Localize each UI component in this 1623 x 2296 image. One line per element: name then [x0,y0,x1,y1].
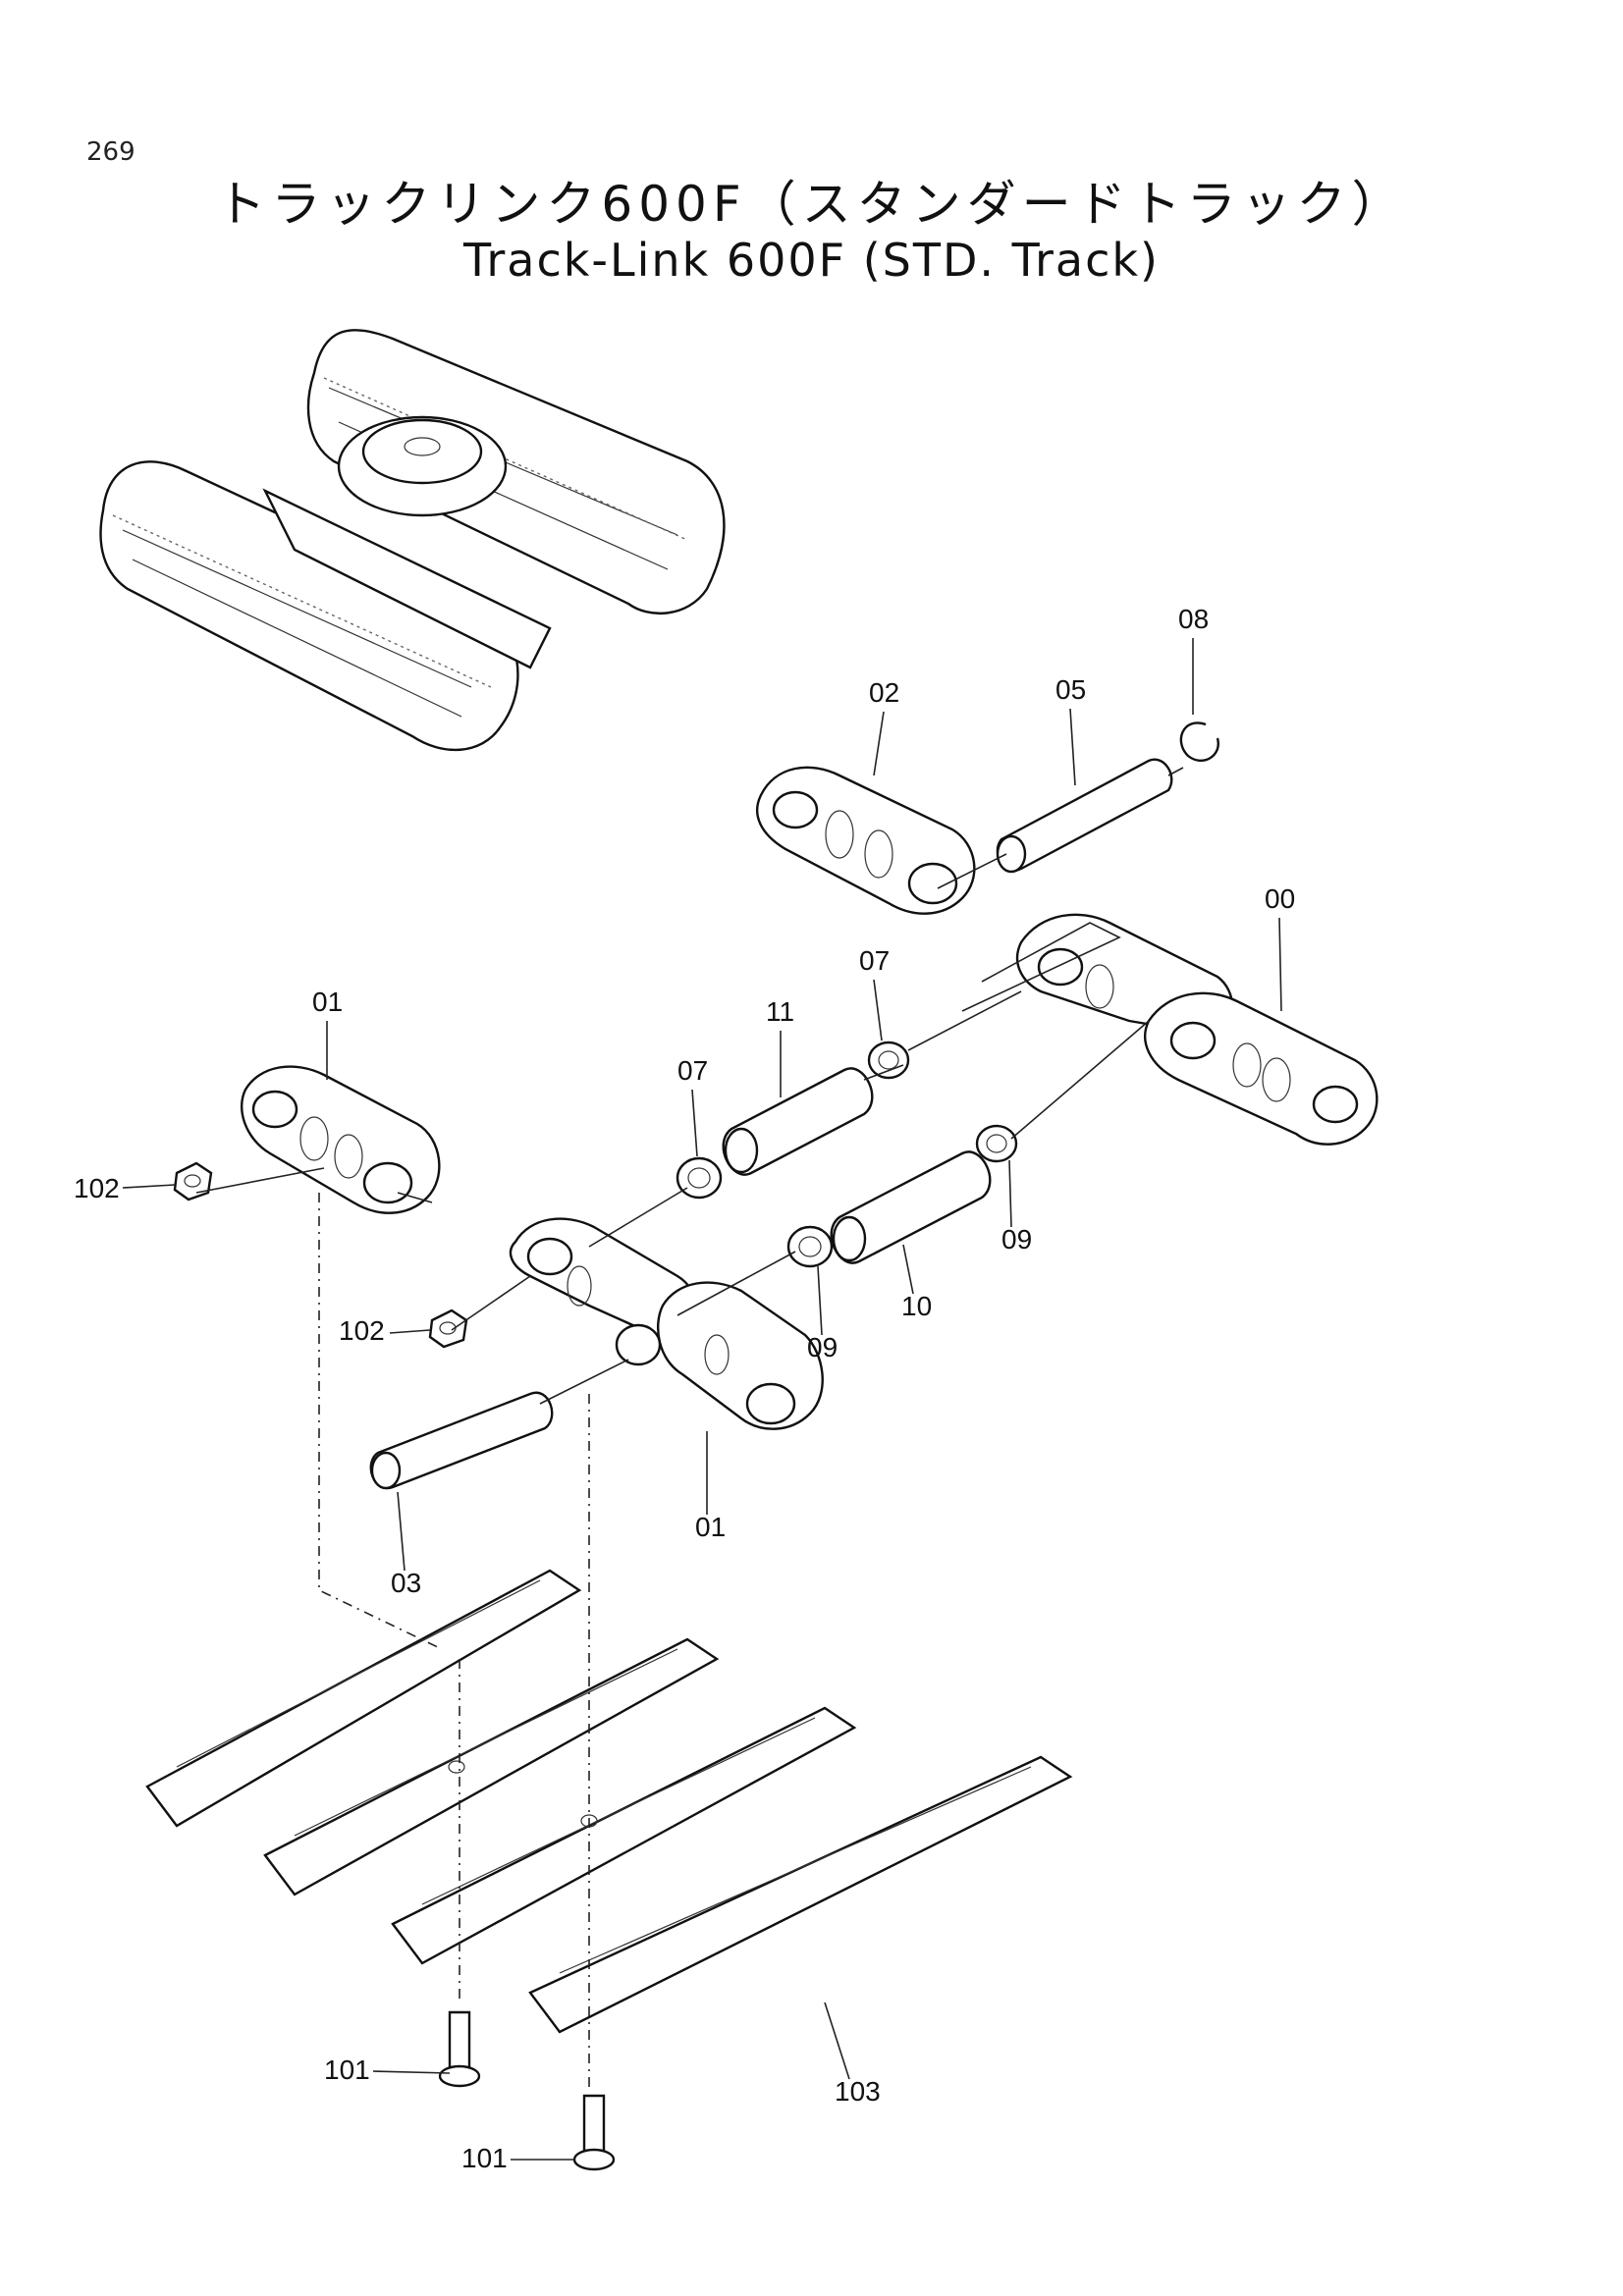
callout-08: 08 [1178,604,1209,634]
track-link-01-center [509,1217,824,1430]
seal-07-lower [676,1156,723,1200]
callouts: 08 02 05 00 07 11 07 01 102 09 10 09 102… [74,604,1295,2173]
callout-09-left: 09 [807,1332,838,1362]
callout-02: 02 [869,677,899,708]
track-link-00 [1015,913,1379,1146]
seal-09-right [975,1124,1018,1163]
assembly-lines [195,853,1150,2091]
callout-03: 03 [391,1568,421,1598]
callout-01-lower: 01 [695,1512,726,1542]
callout-05: 05 [1055,674,1086,705]
bushing-10 [830,1150,992,1264]
callout-101-left: 101 [324,2055,370,2085]
nut-102-lower [428,1308,468,1349]
seal-07-upper [867,1041,910,1080]
title-english: Track-Link 600F (STD. Track) [463,234,1160,287]
track-pin-05 [996,758,1184,874]
callout-101-right: 101 [461,2143,508,2173]
bushing-11 [722,1067,874,1176]
callout-07-upper: 07 [859,945,890,976]
track-shoe-plates-103 [145,1569,1073,2034]
bolt-101-left [438,2010,481,2088]
page-number: 269 [86,137,135,167]
snap-ring-08 [1179,721,1219,762]
track-link-02 [756,766,976,915]
callout-11: 11 [766,996,794,1027]
title-japanese: トラックリンク600F（スタンダードトラック） [216,176,1407,233]
callout-103: 103 [835,2076,881,2107]
callout-10: 10 [901,1291,932,1321]
callout-102-upper: 102 [74,1173,120,1203]
callout-01-upper: 01 [312,987,343,1017]
bolt-101-right [572,2094,616,2171]
seal-09-left [786,1225,834,1268]
undercarriage-overview [99,329,726,752]
callout-09-right: 09 [1001,1224,1032,1255]
callout-07-lower: 07 [677,1055,708,1086]
track-pin-03 [369,1391,554,1490]
nut-102-upper [173,1161,213,1201]
callout-102-lower: 102 [339,1315,385,1346]
track-link-01-upper [241,1065,441,1214]
callout-00: 00 [1265,883,1295,914]
